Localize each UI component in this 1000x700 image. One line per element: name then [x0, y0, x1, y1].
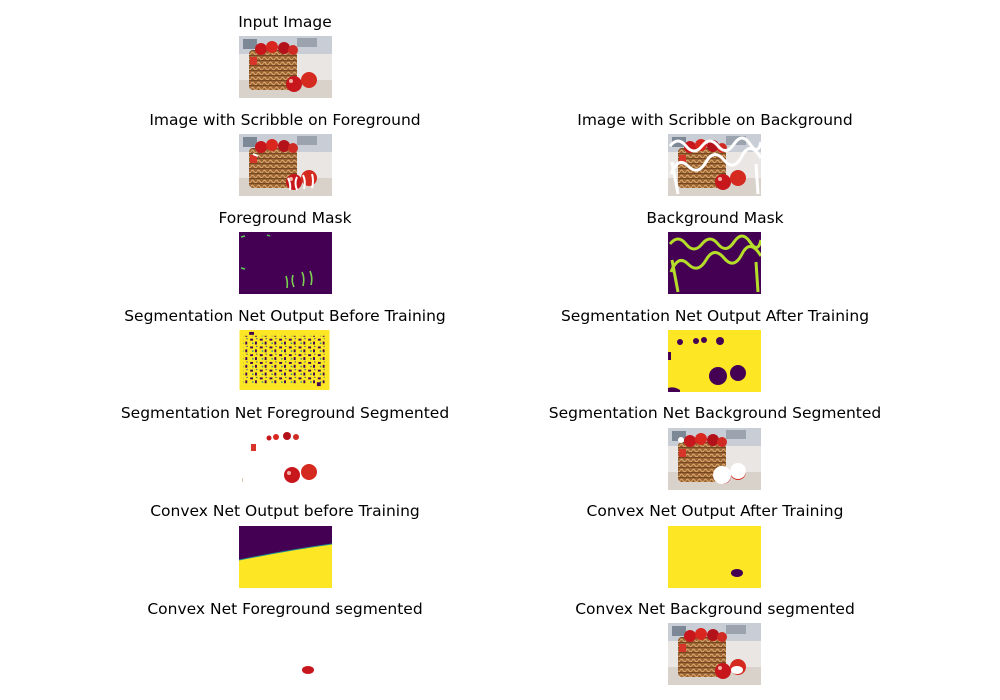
seg-net-foreground-segmented	[239, 428, 332, 490]
panel-title-background-mask: Background Mask	[646, 209, 784, 227]
panel-title-scribble-foreground: Image with Scribble on Foreground	[149, 111, 421, 129]
panel-title-input-image: Input Image	[238, 13, 332, 31]
seg-net-output-after	[668, 330, 761, 392]
image-scribble-background	[668, 134, 761, 196]
panel-title-convex-bg: Convex Net Background segmented	[575, 600, 855, 618]
panel-title-convex-before: Convex Net Output before Training	[150, 502, 420, 520]
convex-net-output-after	[668, 526, 761, 588]
panel-title-seg-before: Segmentation Net Output Before Training	[124, 307, 446, 325]
panel-title-seg-fg: Segmentation Net Foreground Segmented	[120, 404, 450, 422]
panel-title-scribble-background: Image with Scribble on Background	[577, 111, 853, 129]
seg-net-background-segmented	[668, 428, 761, 490]
convex-net-background-segmented	[668, 623, 761, 685]
panel-title-convex-after: Convex Net Output After Training	[586, 502, 844, 520]
foreground-mask	[239, 232, 332, 294]
panel-title-seg-bg: Segmentation Net Background Segmented	[548, 404, 882, 422]
convex-net-foreground-segmented	[239, 623, 332, 685]
panel-title-foreground-mask: Foreground Mask	[218, 209, 352, 227]
convex-net-output-before	[239, 526, 332, 588]
background-mask	[668, 232, 761, 294]
image-scribble-foreground	[239, 134, 332, 196]
panel-title-seg-after: Segmentation Net Output After Training	[560, 307, 870, 325]
input-image	[239, 36, 332, 98]
panel-title-convex-fg: Convex Net Foreground segmented	[147, 600, 423, 618]
seg-net-output-before	[239, 330, 330, 390]
